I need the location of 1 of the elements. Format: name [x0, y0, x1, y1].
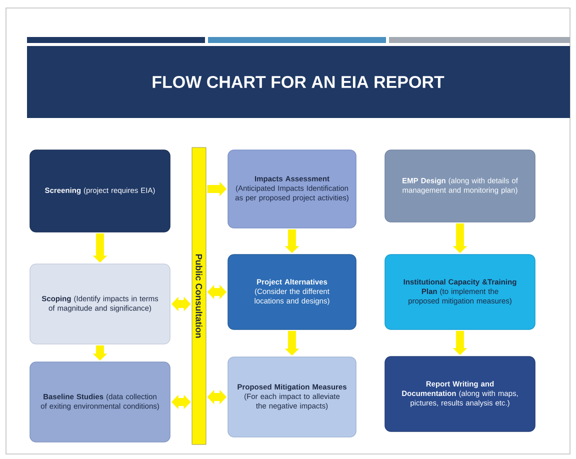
title-banner: FLOW CHART FOR AN EIA REPORT — [27, 46, 570, 118]
